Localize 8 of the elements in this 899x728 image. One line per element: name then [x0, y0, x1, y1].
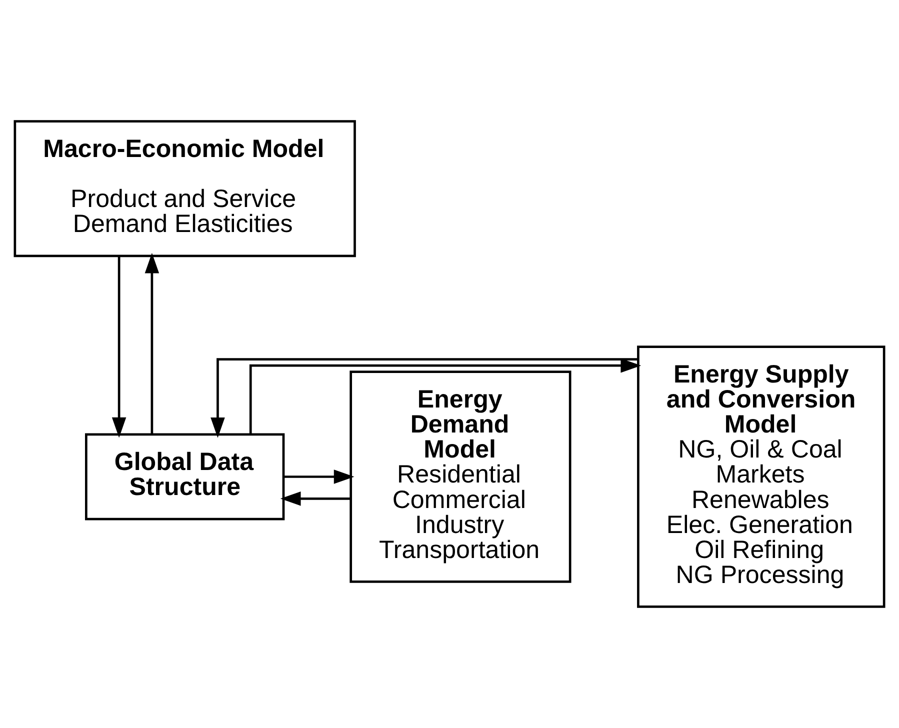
arrow [284, 470, 354, 484]
arrow [144, 252, 160, 434]
node-box: Global Data Structure [85, 433, 285, 520]
node-box: Macro-Economic Model Product and Service Demand Elasticities [14, 120, 356, 258]
node-box: Energy Supply and Conversion Model NG, Oil & Coal Markets Renewables Elec. Generation Oil Refining NG Processing [637, 346, 886, 608]
node-box: Energy Demand Model Residential Commercial Industry Transportation [350, 370, 572, 583]
arrow [112, 256, 126, 438]
arrow [280, 492, 351, 506]
